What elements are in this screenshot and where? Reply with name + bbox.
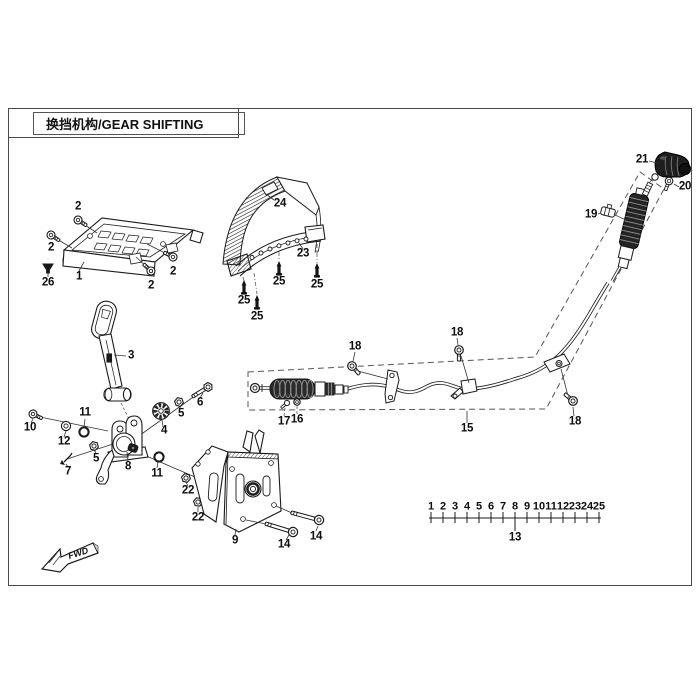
part-8-pivot-bracket (39, 389, 204, 485)
callout-part-18-c: 18 (568, 415, 582, 428)
kit-number-4: 4 (463, 500, 471, 513)
callout-part-12: 12 (57, 435, 71, 448)
callout-part-2-a: 2 (74, 200, 82, 213)
callout-part-1: 1 (75, 270, 83, 283)
callout-part-18-a: 18 (348, 340, 362, 353)
part-9-mount-bracket (191, 429, 282, 536)
callout-part-5-a: 5 (92, 452, 100, 465)
callout-part-20: 20 (678, 180, 692, 193)
kit-number-8: 8 (511, 500, 519, 513)
kit-number-23: 23 (568, 500, 582, 513)
callout-part-14-a: 14 (277, 538, 291, 551)
part-6-bolt (191, 381, 213, 399)
kit-13-number-strip (429, 512, 601, 531)
kit-number-10: 10 (532, 500, 546, 513)
callout-part-11-b: 11 (151, 467, 163, 480)
callout-part-15: 15 (460, 422, 474, 435)
kit-number-5: 5 (475, 500, 483, 513)
kit-number-24: 24 (580, 500, 594, 513)
callout-part-17: 17 (277, 415, 291, 428)
callout-part-14-b: 14 (309, 530, 323, 543)
kit-number-12: 12 (556, 500, 570, 513)
part-23-guide-bracket (226, 224, 326, 277)
part-24-cover (222, 176, 322, 266)
part-26-clip (42, 263, 54, 277)
callout-part-21: 21 (635, 153, 649, 166)
part-5-nuts (88, 396, 185, 454)
part-7-pin (60, 452, 73, 468)
callout-part-5-b: 5 (177, 407, 185, 420)
callout-part-2-b: 2 (47, 241, 55, 254)
callout-part-4: 4 (160, 424, 168, 437)
part-12-washer (60, 420, 72, 438)
kit-number-6: 6 (487, 500, 495, 513)
callout-part-22-a: 22 (181, 484, 195, 497)
callout-part-23: 23 (296, 247, 310, 260)
part-25-screws (241, 244, 320, 310)
part-14-bolts (245, 505, 326, 541)
callout-part-22-b: 22 (191, 511, 205, 524)
callout-part-24: 24 (273, 197, 287, 210)
part-1-shift-gate-plate (62, 217, 204, 277)
callout-part-2-d: 2 (147, 279, 155, 292)
callout-part-25-b: 25 (310, 278, 324, 291)
callout-part-10: 10 (23, 421, 37, 434)
callout-part-3: 3 (127, 349, 135, 362)
drawing-frame (8, 108, 692, 586)
callout-part-25-c: 25 (237, 294, 251, 307)
kit-number-25: 25 (592, 500, 606, 513)
title-block: 换挡机构/GEAR SHIFTING (8, 108, 245, 138)
callout-part-26: 26 (41, 276, 55, 289)
part-17-screw (280, 399, 291, 417)
kit-number-3: 3 (451, 500, 459, 513)
kit-number-1: 1 (427, 500, 435, 513)
part-19-clamp (597, 203, 627, 221)
part-2-screws (44, 213, 179, 278)
kit-number-9: 9 (523, 500, 531, 513)
part-11-washers (78, 418, 165, 469)
cable-clamp-straps (384, 353, 571, 404)
callout-part-18-b: 18 (450, 326, 464, 339)
kit-number-7: 7 (499, 500, 507, 513)
part-18-bolts (345, 337, 580, 417)
callout-part-9: 9 (231, 534, 239, 547)
callout-part-11-a: 11 (79, 406, 91, 419)
part-3-gear-lever (91, 300, 132, 420)
part-16-ring (293, 398, 301, 414)
kit-number-11: 11 (545, 500, 557, 513)
part-21-shift-knob (654, 151, 692, 178)
callout-kit-13: 13 (508, 531, 522, 544)
part-20-screw (663, 176, 680, 191)
callout-part-8: 8 (124, 460, 132, 473)
callout-part-6: 6 (196, 396, 204, 409)
part-15-shift-cable (249, 282, 610, 400)
kit-number-2: 2 (439, 500, 447, 513)
page-title: 换挡机构/GEAR SHIFTING (46, 117, 204, 132)
shifter-upper-assembly (597, 151, 692, 282)
part-10-bolt (27, 408, 45, 424)
callout-part-16: 16 (290, 413, 304, 426)
callout-part-7: 7 (64, 465, 72, 478)
callout-part-2-c: 2 (169, 265, 177, 278)
part-4-bushing (152, 402, 170, 428)
callout-part-25-a: 25 (272, 275, 286, 288)
callout-part-19: 19 (584, 208, 598, 221)
title-box: 换挡机构/GEAR SHIFTING (33, 112, 245, 135)
callout-part-25-d: 25 (250, 310, 264, 323)
fwd-direction-marker: FWD (40, 542, 99, 573)
